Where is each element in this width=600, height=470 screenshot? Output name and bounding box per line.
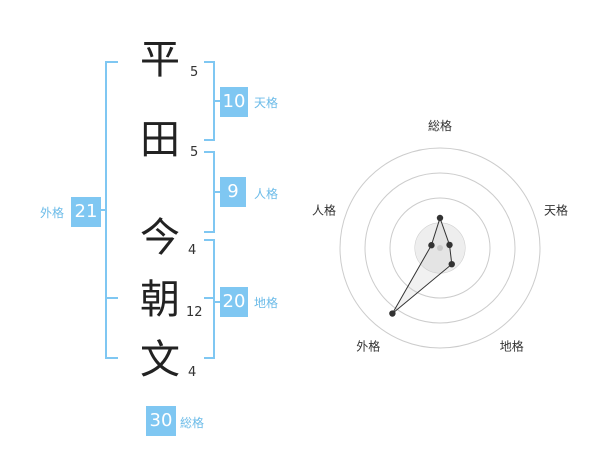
jinkaku-badge: 9 <box>220 177 246 207</box>
kanji-1-strokes: 5 <box>190 65 199 80</box>
chikaku-badge: 20 <box>220 287 248 317</box>
kanji-5: 文 <box>140 337 180 383</box>
tenkaku-badge: 10 <box>220 87 248 117</box>
radar-point-3 <box>448 260 455 268</box>
radar-point-4 <box>389 310 396 317</box>
radar-axis-label-4: 外格 <box>356 339 380 354</box>
radar-axis-label-1: 総格 <box>428 118 452 133</box>
kanji-2: 田 <box>140 117 180 163</box>
jinkaku-label: 人格 <box>254 187 279 201</box>
kanji-3-strokes: 4 <box>188 243 197 258</box>
radar-ring-2 <box>389 197 491 299</box>
kanji-5-strokes: 4 <box>188 365 197 380</box>
gaikaku-badge: 21 <box>71 197 101 227</box>
kanji-4-strokes: 12 <box>186 305 203 320</box>
radar-axis-label-5: 人格 <box>312 202 336 217</box>
radar-point-1 <box>436 214 444 222</box>
radar-axis-label-3: 地格 <box>500 339 524 354</box>
radar-ring-4 <box>339 147 541 349</box>
kanji-2-strokes: 5 <box>190 145 199 160</box>
kanji-1: 平 <box>140 37 180 83</box>
kanji-4: 朝 <box>140 277 180 323</box>
radar-ring-3 <box>364 172 516 324</box>
soukaku-badge: 30 <box>146 406 176 436</box>
kanji-3: 今 <box>140 215 180 261</box>
chikaku-label: 地格 <box>254 296 279 310</box>
tenkaku-label: 天格 <box>254 96 279 110</box>
gaikaku-label: 外格 <box>40 206 65 220</box>
radar-center-dot <box>437 245 443 251</box>
radar-point-5 <box>428 242 435 249</box>
radar-point-2 <box>446 241 453 249</box>
radar-axis-label-2: 天格 <box>544 202 568 217</box>
soukaku-label: 総格 <box>180 416 205 430</box>
radar-series-polygon <box>391 216 453 314</box>
